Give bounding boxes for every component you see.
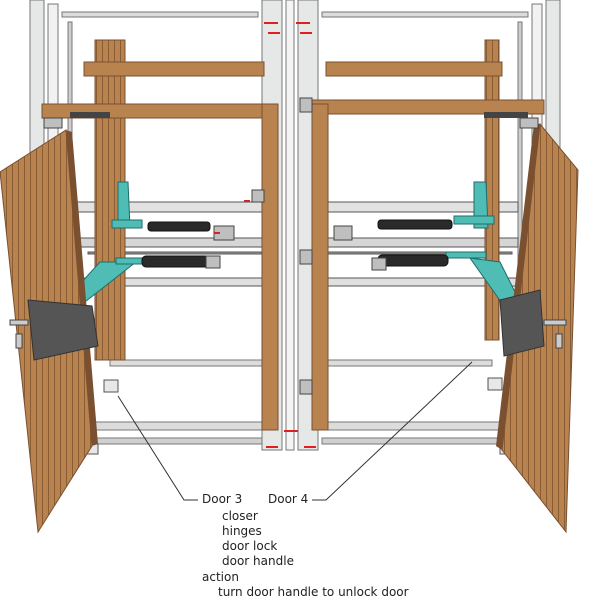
horizontal-rails (71, 201, 519, 287)
latch-markers (214, 22, 316, 448)
hinges (205, 97, 387, 395)
part-door-lock: door lock (222, 539, 278, 553)
door3-label: Door 3 (202, 492, 243, 506)
door4-lock-plate (499, 289, 545, 357)
action-step: turn door handle to unlock door (218, 585, 409, 599)
floor-pads (83, 377, 515, 455)
door3-panel (0, 112, 110, 534)
closer-cylinders (141, 219, 453, 268)
part-hinges: hinges (222, 524, 262, 538)
door3-leader (117, 395, 198, 501)
action-label: action (202, 570, 239, 584)
door3-lock-plate (27, 299, 99, 361)
door4-leader (312, 361, 473, 501)
door3-edge (261, 103, 279, 431)
rear-wood-panels (94, 39, 500, 361)
door4-edge (311, 103, 329, 431)
center-divider (285, 0, 295, 451)
door4-handle (543, 319, 567, 326)
callout-leaders (117, 361, 473, 501)
part-door-handle: door handle (222, 554, 294, 568)
door3-handle (9, 319, 29, 326)
door4-label: Door 4 (268, 492, 309, 506)
door4-panel (484, 112, 579, 534)
part-closer: closer (222, 509, 258, 523)
